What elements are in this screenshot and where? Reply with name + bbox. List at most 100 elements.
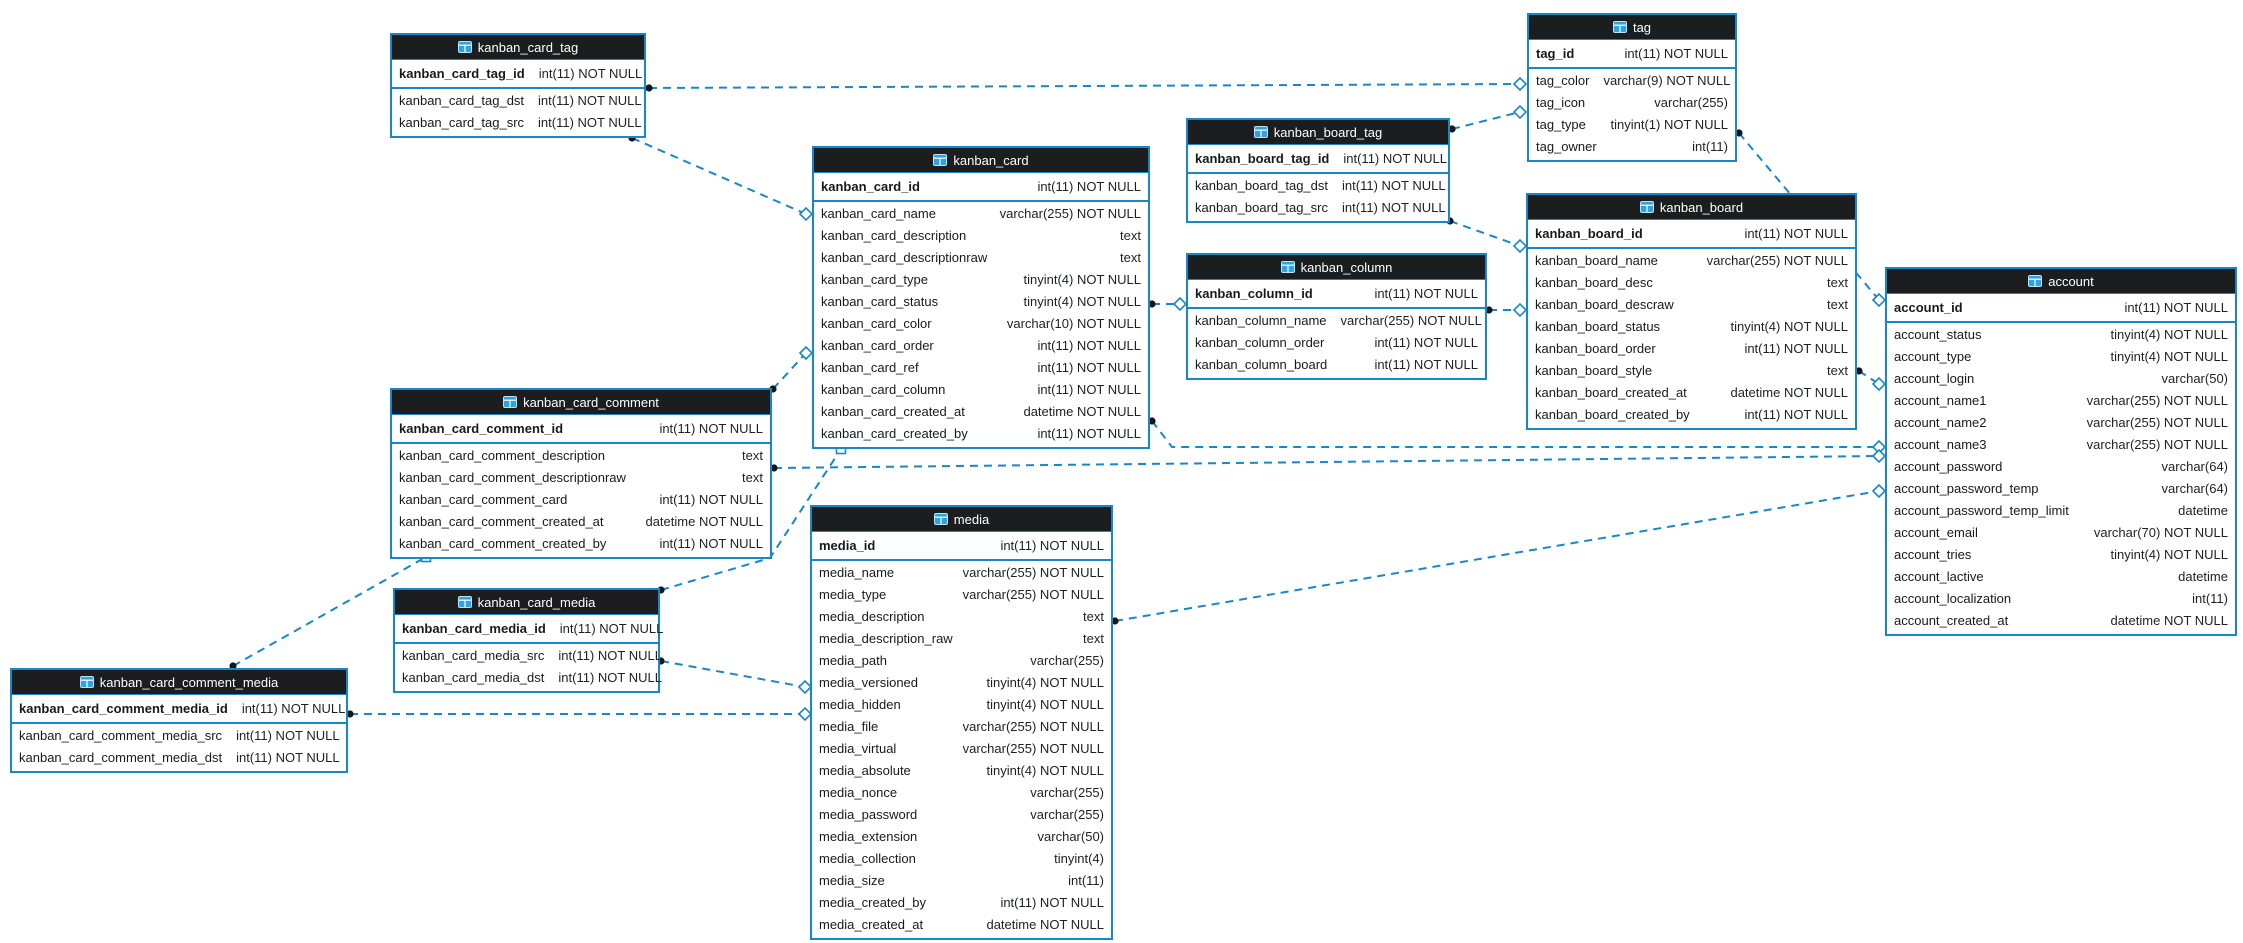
relationship-line[interactable] xyxy=(772,352,807,390)
relationship-line[interactable] xyxy=(232,556,427,667)
relationship-line[interactable] xyxy=(660,660,806,688)
relationship-line[interactable] xyxy=(648,83,1521,89)
relationship-line[interactable] xyxy=(1449,220,1521,247)
table-header[interactable]: kanban_board xyxy=(1528,195,1855,220)
relationship-line[interactable] xyxy=(773,455,1880,469)
table-header[interactable]: kanban_board_tag xyxy=(1188,120,1448,145)
table-header[interactable]: kanban_card_comment_media xyxy=(12,670,346,695)
table-header[interactable]: tag xyxy=(1529,15,1735,40)
table-header[interactable]: kanban_card_tag xyxy=(392,35,644,60)
table-header[interactable]: account xyxy=(1887,269,2235,294)
relationship-line[interactable] xyxy=(1114,490,1880,622)
table-header[interactable]: kanban_card_media xyxy=(395,590,658,615)
table-header[interactable]: kanban_card xyxy=(814,148,1148,173)
table-header[interactable]: kanban_column xyxy=(1188,255,1485,280)
relationship-line[interactable] xyxy=(1451,111,1521,130)
relationship-line[interactable] xyxy=(631,137,807,215)
table-header[interactable]: media xyxy=(812,507,1111,532)
relationship-line[interactable] xyxy=(1151,420,1879,448)
